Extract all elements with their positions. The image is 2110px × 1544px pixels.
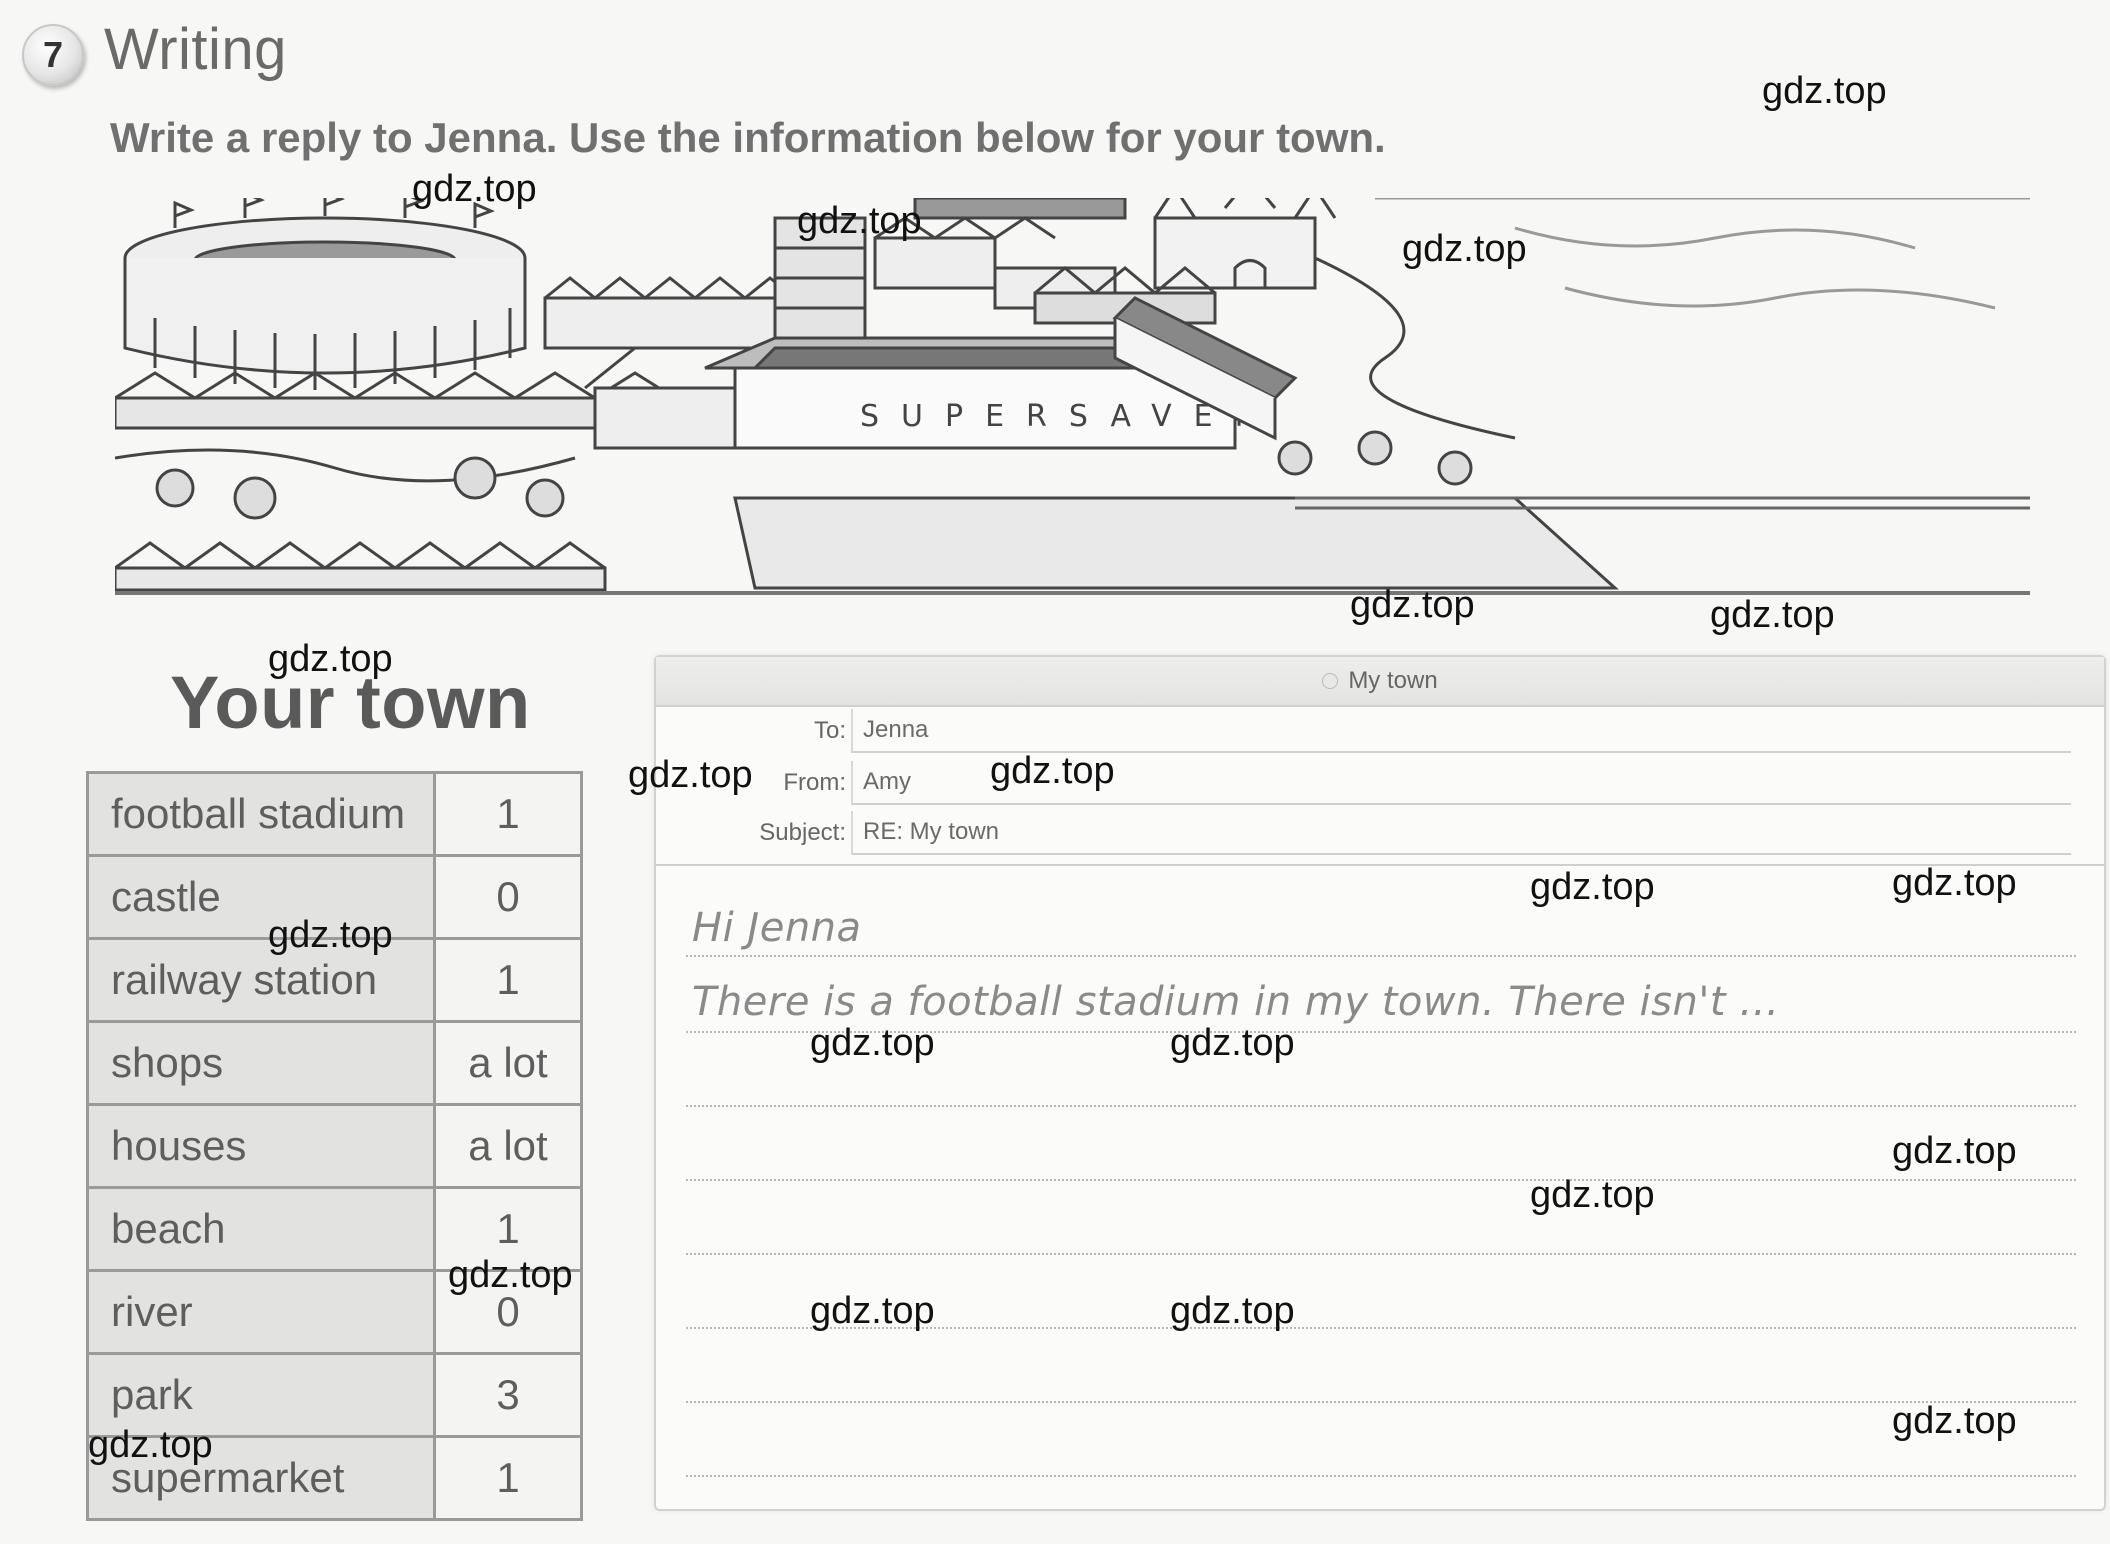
- place-count: 0: [433, 854, 583, 940]
- watermark: gdz.top: [1710, 594, 1835, 636]
- watermark: gdz.top: [810, 1022, 935, 1064]
- subject-value: RE: My town: [863, 818, 1000, 845]
- example-sentence: There is a football stadium in my town. …: [692, 979, 1780, 1025]
- email-window: My town To: Jenna From: Amy Subject: RE:…: [654, 655, 2106, 1511]
- place-count: a lot: [433, 1103, 583, 1189]
- table-row: beach 1: [86, 1186, 583, 1272]
- window-dot-icon: [1322, 673, 1339, 689]
- subject-label: Subject:: [759, 819, 846, 846]
- place-name: supermarket: [86, 1435, 436, 1521]
- watermark: gdz.top: [1892, 1130, 2017, 1172]
- writing-line: [686, 1179, 2076, 1181]
- writing-line: [686, 1031, 2076, 1033]
- your-town-table: football stadium 1 castle 0 railway stat…: [86, 771, 583, 1521]
- watermark: gdz.top: [1762, 70, 1887, 112]
- writing-line: [686, 1253, 2076, 1255]
- header-separator: [656, 864, 2104, 866]
- watermark: gdz.top: [1170, 1022, 1295, 1064]
- watermark: gdz.top: [1350, 584, 1475, 626]
- place-name: beach: [86, 1186, 436, 1272]
- watermark: gdz.top: [1170, 1290, 1295, 1332]
- to-label: To:: [813, 717, 846, 744]
- to-value: Jenna: [863, 716, 929, 743]
- exercise-number-badge: 7: [22, 24, 84, 86]
- table-row: shops a lot: [86, 1020, 583, 1106]
- writing-line: [686, 1327, 2076, 1329]
- place-name: football stadium: [86, 771, 436, 857]
- place-count: a lot: [433, 1020, 583, 1106]
- watermark: gdz.top: [268, 638, 393, 680]
- your-town-title: Your town: [170, 661, 531, 744]
- watermark: gdz.top: [810, 1290, 935, 1332]
- exercise-number: 7: [42, 34, 64, 75]
- email-window-title: My town: [1348, 667, 1438, 694]
- writing-line: [686, 1475, 2076, 1477]
- from-label: From:: [783, 769, 846, 796]
- table-row: houses a lot: [86, 1103, 583, 1189]
- writing-line: [686, 1401, 2076, 1403]
- place-name: river: [86, 1269, 436, 1355]
- watermark: gdz.top: [268, 914, 393, 956]
- place-count: 1: [433, 1435, 583, 1521]
- watermark: gdz.top: [628, 754, 753, 796]
- town-illustration: SUPERSAVER: [115, 198, 2030, 595]
- table-row: castle 0: [86, 854, 583, 940]
- place-count: 0: [433, 1269, 583, 1355]
- place-name: castle: [86, 854, 436, 940]
- supermarket-sign: SUPERSAVER: [860, 399, 1277, 434]
- watermark: gdz.top: [797, 200, 922, 242]
- exercise-instruction: Write a reply to Jenna. Use the informat…: [110, 114, 1386, 161]
- writing-line: [686, 955, 2076, 957]
- place-count: 3: [433, 1352, 583, 1438]
- watermark: gdz.top: [1402, 228, 1527, 270]
- section-title: Writing: [104, 17, 287, 82]
- table-row: supermarket 1: [86, 1435, 583, 1521]
- email-titlebar: My town: [656, 657, 2104, 707]
- watermark: gdz.top: [448, 1254, 573, 1296]
- table-row: railway station 1: [86, 937, 583, 1023]
- watermark: gdz.top: [1530, 1174, 1655, 1216]
- greeting-text: Hi Jenna: [692, 905, 862, 951]
- place-name: railway station: [86, 937, 436, 1023]
- place-name: shops: [86, 1020, 436, 1106]
- subject-field[interactable]: RE: My town: [851, 811, 2071, 855]
- place-count: 1: [433, 1186, 583, 1272]
- place-name: park: [86, 1352, 436, 1438]
- watermark: gdz.top: [1530, 866, 1655, 908]
- watermark: gdz.top: [1892, 862, 2017, 904]
- from-value: Amy: [863, 768, 911, 795]
- from-field[interactable]: Amy: [851, 761, 2071, 805]
- table-row: football stadium 1: [86, 771, 583, 857]
- place-name: houses: [86, 1103, 436, 1189]
- to-field[interactable]: Jenna: [851, 709, 2071, 753]
- watermark: gdz.top: [412, 168, 537, 210]
- watermark: gdz.top: [1892, 1400, 2017, 1442]
- writing-line: [686, 1105, 2076, 1107]
- table-row: river 0: [86, 1269, 583, 1355]
- place-count: 1: [433, 771, 583, 857]
- watermark: gdz.top: [990, 750, 1115, 792]
- table-row: park 3: [86, 1352, 583, 1438]
- place-count: 1: [433, 937, 583, 1023]
- watermark: gdz.top: [88, 1424, 213, 1466]
